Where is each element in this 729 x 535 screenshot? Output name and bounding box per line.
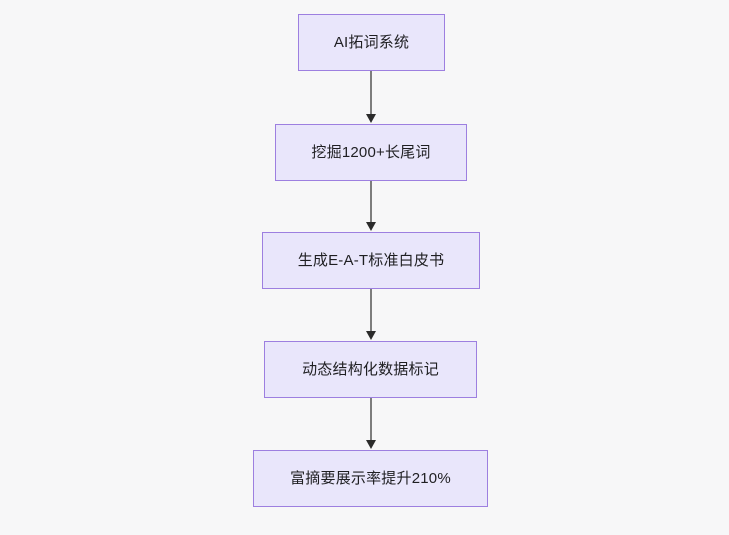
- flow-node-generate-eat-whitepaper[interactable]: 生成E-A-T标准白皮书: [262, 232, 480, 289]
- flow-node-mine-longtail-keywords[interactable]: 挖掘1200+长尾词: [275, 124, 467, 181]
- arrowhead-icon-0: [365, 114, 376, 123]
- edge-connector-1: [370, 181, 372, 223]
- edge-connector-0: [370, 71, 372, 115]
- arrowhead-icon-2: [365, 331, 376, 340]
- flow-node-label: AI拓词系统: [333, 33, 410, 51]
- edge-connector-2: [370, 289, 372, 332]
- flow-node-ai-keyword-system[interactable]: AI拓词系统: [298, 14, 445, 71]
- arrowhead-icon-3: [365, 440, 376, 449]
- flow-node-label: 生成E-A-T标准白皮书: [297, 251, 445, 269]
- flow-node-dynamic-structured-data-markup[interactable]: 动态结构化数据标记: [264, 341, 477, 398]
- flow-node-label: 富摘要展示率提升210%: [290, 469, 451, 487]
- flow-node-label: 挖掘1200+长尾词: [311, 143, 431, 161]
- arrowhead-icon-1: [365, 222, 376, 231]
- flow-node-rich-snippet-impression-uplift[interactable]: 富摘要展示率提升210%: [253, 450, 488, 507]
- edge-connector-3: [370, 398, 372, 441]
- flow-node-label: 动态结构化数据标记: [302, 360, 439, 378]
